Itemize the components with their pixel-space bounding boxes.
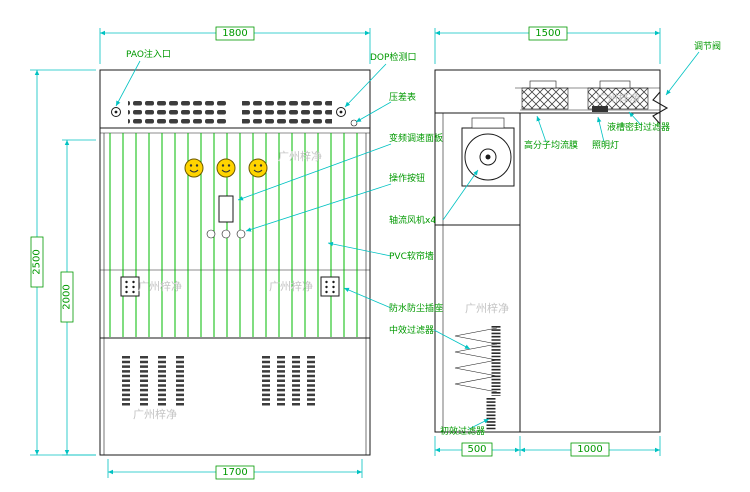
watermark-text: 广州梓净 bbox=[278, 149, 322, 163]
label-liquid-seal-filter: 液槽密封过滤器 bbox=[607, 121, 670, 133]
watermark-text: 广州梓净 bbox=[133, 407, 177, 421]
dim-frame bbox=[30, 236, 44, 288]
gauge-dial bbox=[248, 158, 268, 178]
liquid-seal-hepa-filter bbox=[521, 80, 569, 110]
liquid-seal-hepa-filter bbox=[587, 80, 649, 110]
dim-frame bbox=[570, 442, 610, 457]
front-outline bbox=[99, 69, 371, 456]
annotations: PAO注入口 DOP检测口 压差表 变频调速面板 操作按钮 轴流风机x4 PVC… bbox=[115, 41, 721, 437]
label-control-buttons: 操作按钮 bbox=[389, 172, 425, 184]
label-medium-filter: 中效过滤器 bbox=[389, 324, 434, 336]
dim-side-chamber-depth: 1000 bbox=[577, 444, 602, 455]
dim-frame bbox=[215, 465, 255, 480]
watermark-text: 广州梓净 bbox=[138, 279, 182, 293]
label-socket: 防水防尘插座 bbox=[389, 302, 443, 314]
dim-frame bbox=[461, 442, 493, 457]
pao-injection-port bbox=[111, 107, 121, 117]
label-vfd-panel: 变频调速面板 bbox=[389, 132, 443, 144]
dim-side-depth: 1500 bbox=[535, 28, 560, 39]
dimensions: 1800 1500 2500 2000 1700 500 1000 bbox=[30, 26, 661, 480]
front-view bbox=[99, 69, 371, 456]
watermarks: 广州梓净 广州梓净 广州梓净 广州梓净 广州梓净 广州梓净 bbox=[133, 91, 640, 421]
side-outline bbox=[434, 69, 661, 433]
damper-valve bbox=[652, 91, 669, 125]
axial-fan bbox=[461, 117, 515, 187]
ceiling-lamp bbox=[592, 106, 608, 112]
operation-button bbox=[236, 229, 246, 239]
label-axial-fan: 轴流风机x4 bbox=[389, 214, 436, 226]
louver-grille-right bbox=[242, 97, 332, 124]
socket-left bbox=[120, 276, 140, 297]
dim-front-inner-width: 1700 bbox=[222, 467, 247, 478]
pressure-gauge-dial bbox=[350, 119, 358, 127]
operation-button bbox=[221, 229, 231, 239]
operation-button bbox=[206, 229, 216, 239]
dim-frame bbox=[215, 26, 255, 41]
vfd-control-panel bbox=[218, 195, 234, 223]
label-pvc-curtain: PVC软帘墙 bbox=[389, 250, 434, 262]
label-pao-port: PAO注入口 bbox=[126, 48, 171, 60]
watermark-text: 广州梓净 bbox=[269, 279, 313, 293]
label-lamp: 照明灯 bbox=[592, 140, 619, 151]
dim-front-width: 1800 bbox=[222, 28, 247, 39]
watermark-text: 广州梓净 bbox=[465, 301, 509, 315]
exhaust-grille-left bbox=[122, 356, 184, 406]
side-view bbox=[434, 69, 669, 433]
gauge-dial bbox=[184, 158, 204, 178]
label-membrane: 高分子均流膜 bbox=[524, 139, 578, 151]
pvc-curtain-wall bbox=[102, 133, 368, 337]
gauge-dial bbox=[216, 158, 236, 178]
dop-test-port bbox=[336, 107, 346, 117]
louver-grille-left bbox=[128, 97, 226, 124]
dim-chamber-height: 2000 bbox=[62, 284, 73, 309]
medium-filter bbox=[454, 326, 501, 396]
dim-frame bbox=[60, 271, 74, 323]
label-dop-port: DOP检测口 bbox=[370, 51, 416, 63]
dim-side-unit-depth: 500 bbox=[467, 444, 486, 455]
label-damper: 调节阀 bbox=[694, 41, 721, 52]
watermark-text: 广州梓净 bbox=[596, 91, 640, 105]
dim-frame bbox=[528, 26, 568, 41]
label-pressure-gauge: 压差表 bbox=[389, 91, 416, 103]
label-primary-filter: 初效过滤器 bbox=[440, 425, 485, 437]
dim-overall-height: 2500 bbox=[32, 249, 43, 274]
exhaust-grille-right bbox=[262, 356, 315, 406]
socket-right bbox=[320, 276, 340, 297]
